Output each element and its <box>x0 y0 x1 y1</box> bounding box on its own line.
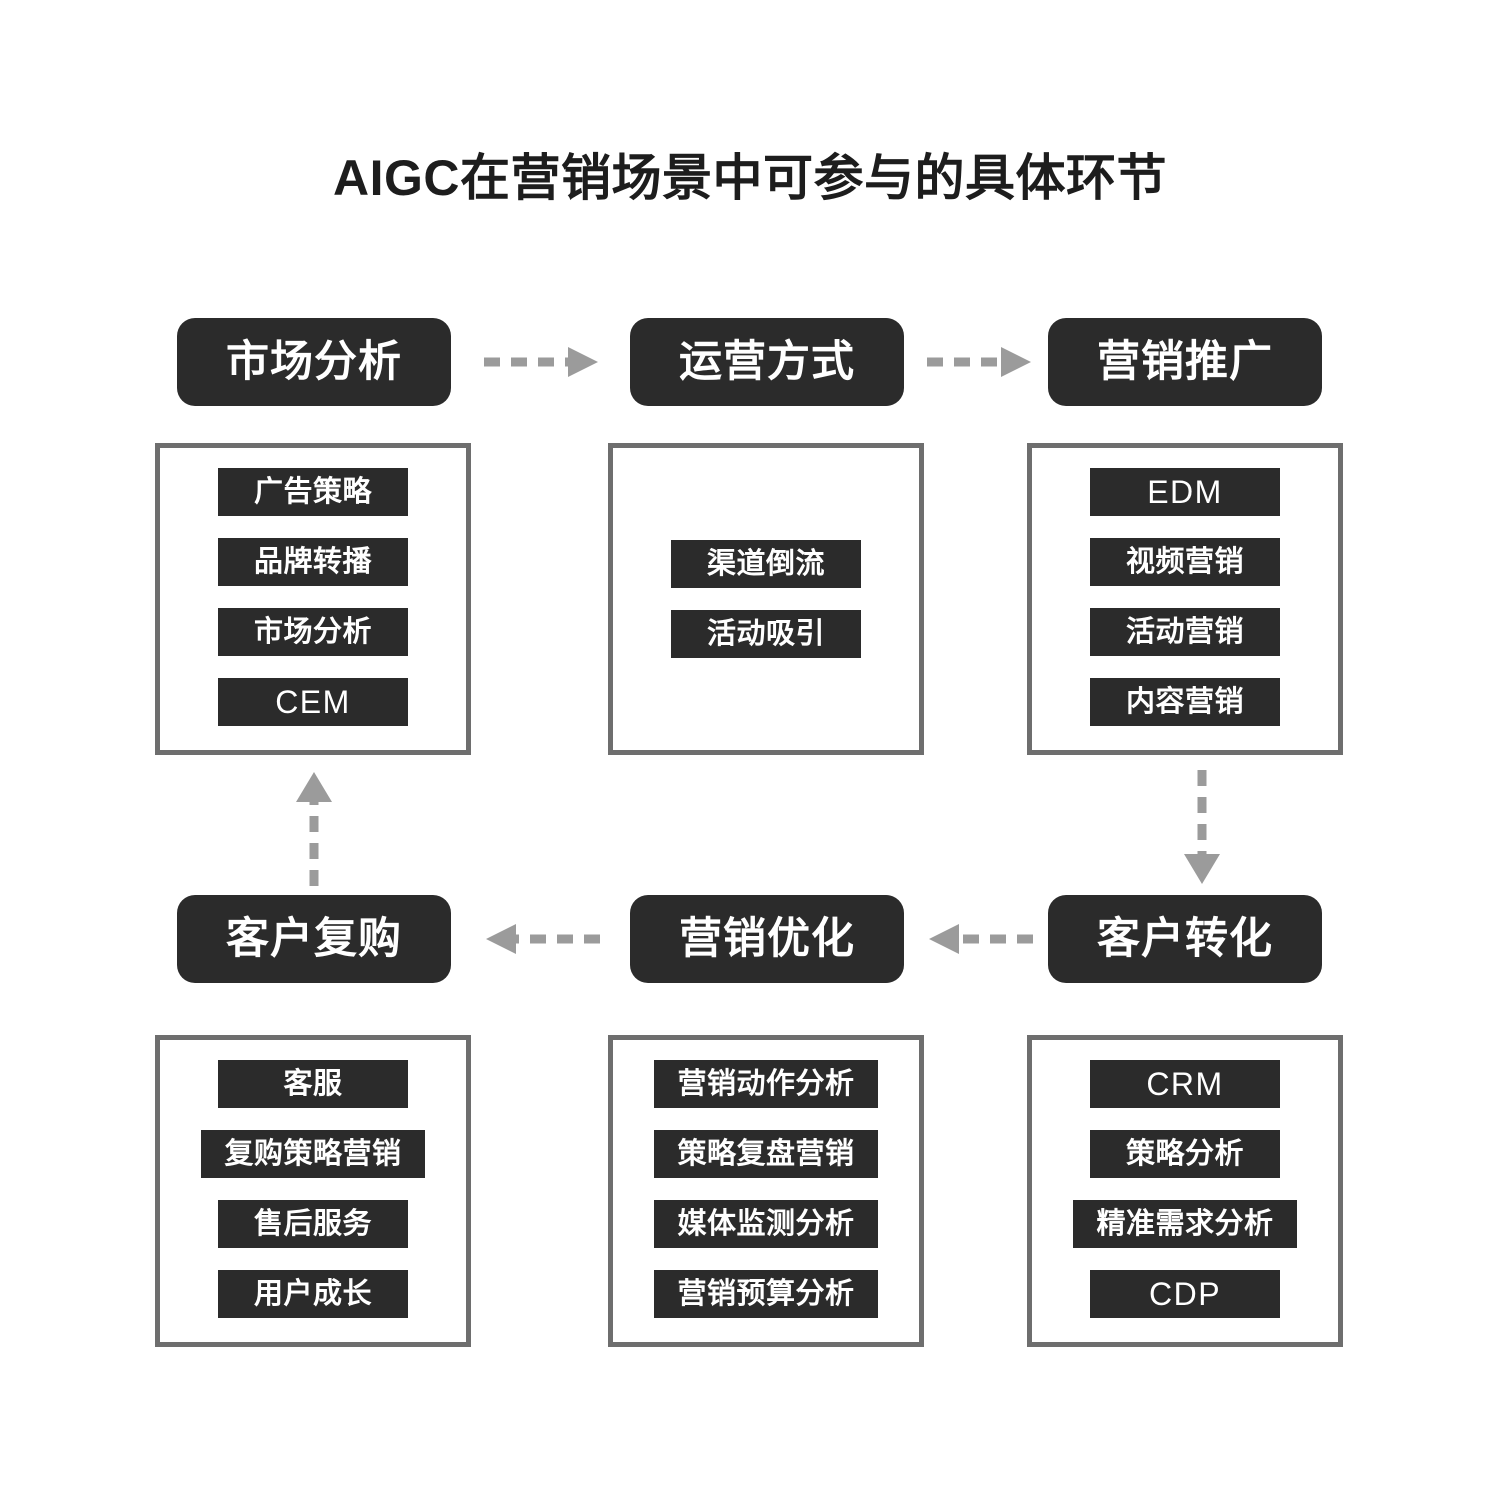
item-chip-label: 营销预算分析 <box>677 1277 855 1310</box>
item-chip[interactable]: CRM <box>1090 1060 1280 1108</box>
item-chip[interactable]: 用户成长 <box>218 1270 408 1318</box>
arrow-repurchase-to-market-icon <box>292 768 336 888</box>
group-box-customer-conversion: CRM 策略分析 精准需求分析 CDP <box>1027 1035 1343 1347</box>
item-chip-label: 媒体监测分析 <box>677 1207 855 1240</box>
stage-header-marketing-optimization[interactable]: 营销优化 <box>630 895 904 983</box>
item-chip-label: 市场分析 <box>253 615 372 648</box>
item-chip[interactable]: 广告策略 <box>218 468 408 516</box>
stage-header-customer-repurchase[interactable]: 客户复购 <box>177 895 451 983</box>
item-chip[interactable]: 策略分析 <box>1090 1130 1280 1178</box>
arrow-optimization-to-repurchase-icon <box>482 922 602 956</box>
item-chip-label: 用户成长 <box>253 1277 372 1310</box>
item-chip[interactable]: 活动吸引 <box>671 610 861 658</box>
stage-header-operation-mode[interactable]: 运营方式 <box>630 318 904 406</box>
stage-header-label: 营销推广 <box>1097 337 1273 386</box>
item-chip-label: 活动吸引 <box>706 617 825 650</box>
item-chip-label: 活动营销 <box>1125 615 1244 648</box>
group-box-customer-repurchase: 客服 复购策略营销 售后服务 用户成长 <box>155 1035 471 1347</box>
item-chip[interactable]: 品牌转播 <box>218 538 408 586</box>
arrow-market-to-operation-icon <box>482 345 602 379</box>
item-chip-label: 策略复盘营销 <box>677 1137 855 1170</box>
page-title: AIGC在营销场景中可参与的具体环节 <box>333 150 1167 206</box>
item-chip[interactable]: 营销预算分析 <box>654 1270 878 1318</box>
arrow-promotion-to-conversion-icon <box>1180 768 1224 888</box>
item-chip-label: 营销动作分析 <box>677 1067 855 1100</box>
item-chip[interactable]: 复购策略营销 <box>201 1130 425 1178</box>
stage-header-customer-conversion[interactable]: 客户转化 <box>1048 895 1322 983</box>
item-chip-label: 视频营销 <box>1125 545 1244 578</box>
item-chip-label: 广告策略 <box>253 475 372 508</box>
item-chip-label: 复购策略营销 <box>224 1137 402 1170</box>
item-chip[interactable]: 客服 <box>218 1060 408 1108</box>
item-chip-label: 渠道倒流 <box>706 547 825 580</box>
item-chip-label: 策略分析 <box>1125 1137 1244 1170</box>
item-chip-label: 品牌转播 <box>253 545 372 578</box>
item-chip[interactable]: 渠道倒流 <box>671 540 861 588</box>
item-chip[interactable]: 策略复盘营销 <box>654 1130 878 1178</box>
arrow-conversion-to-optimization-icon <box>925 922 1035 956</box>
group-box-market-analysis: 广告策略 品牌转播 市场分析 CEM <box>155 443 471 755</box>
item-chip[interactable]: CDP <box>1090 1270 1280 1318</box>
stage-header-label: 市场分析 <box>226 337 402 386</box>
stage-header-label: 营销优化 <box>679 914 855 963</box>
stage-header-market-analysis[interactable]: 市场分析 <box>177 318 451 406</box>
item-chip[interactable]: 售后服务 <box>218 1200 408 1248</box>
item-chip[interactable]: 媒体监测分析 <box>654 1200 878 1248</box>
item-chip-label: 客服 <box>283 1067 343 1100</box>
item-chip-label: 内容营销 <box>1125 685 1244 718</box>
stage-header-marketing-promotion[interactable]: 营销推广 <box>1048 318 1322 406</box>
item-chip-label: CDP <box>1148 1276 1222 1312</box>
arrow-operation-to-promotion-icon <box>925 345 1035 379</box>
item-chip[interactable]: 营销动作分析 <box>654 1060 878 1108</box>
item-chip[interactable]: 市场分析 <box>218 608 408 656</box>
stage-header-label: 客户转化 <box>1097 914 1273 963</box>
item-chip-label: 售后服务 <box>253 1207 372 1240</box>
item-chip-label: CEM <box>275 684 351 720</box>
stage-header-label: 客户复购 <box>226 914 402 963</box>
item-chip-label: EDM <box>1147 474 1223 510</box>
item-chip[interactable]: EDM <box>1090 468 1280 516</box>
item-chip[interactable]: 视频营销 <box>1090 538 1280 586</box>
item-chip[interactable]: 内容营销 <box>1090 678 1280 726</box>
item-chip-label: 精准需求分析 <box>1096 1207 1274 1240</box>
item-chip-label: CRM <box>1146 1066 1224 1102</box>
item-chip[interactable]: 活动营销 <box>1090 608 1280 656</box>
group-box-marketing-optimization: 营销动作分析 策略复盘营销 媒体监测分析 营销预算分析 <box>608 1035 924 1347</box>
item-chip[interactable]: 精准需求分析 <box>1073 1200 1297 1248</box>
group-box-operation-mode: 渠道倒流 活动吸引 <box>608 443 924 755</box>
item-chip[interactable]: CEM <box>218 678 408 726</box>
group-box-marketing-promotion: EDM 视频营销 活动营销 内容营销 <box>1027 443 1343 755</box>
stage-header-label: 运营方式 <box>679 337 855 386</box>
